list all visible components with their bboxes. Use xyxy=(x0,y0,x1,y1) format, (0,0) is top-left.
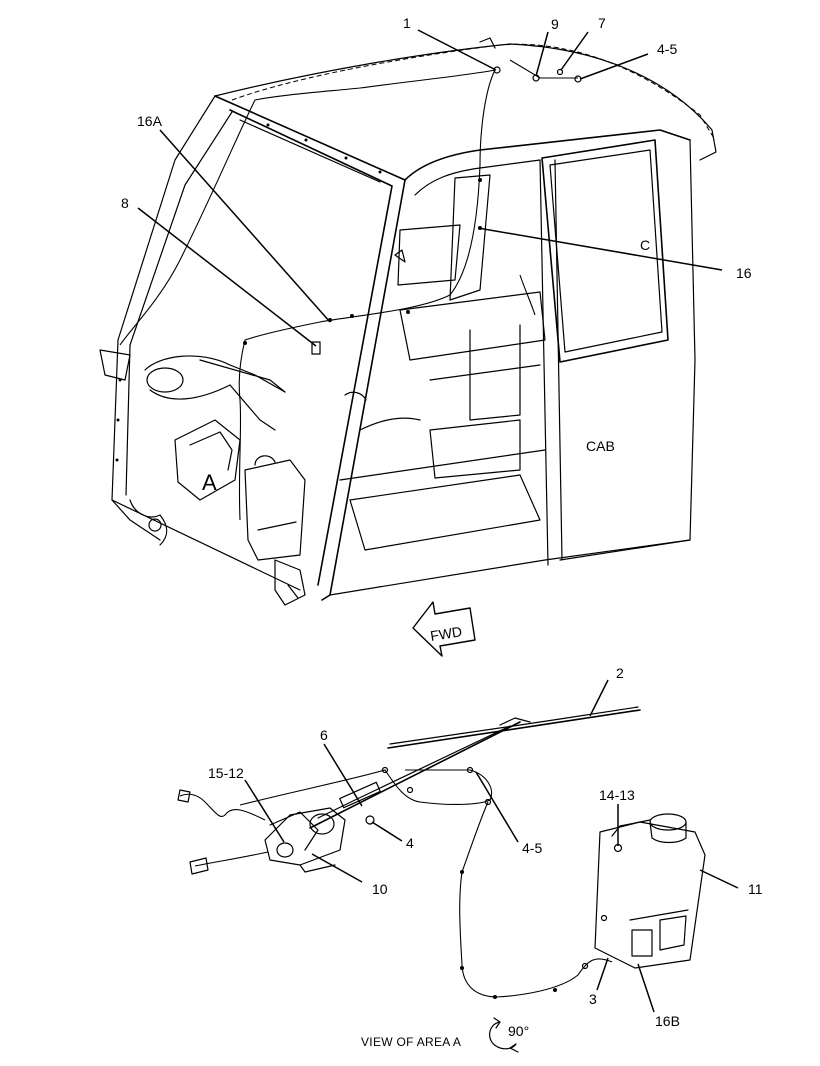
callout-16a: 16A xyxy=(137,113,163,129)
callout-3: 3 xyxy=(589,991,597,1007)
callout-4-5-top: 4-5 xyxy=(657,41,677,57)
callout-16: 16 xyxy=(736,265,752,281)
callout-9: 9 xyxy=(551,16,559,32)
rotation-label: 90° xyxy=(508,1023,529,1039)
callout-4-5-bottom: 4-5 xyxy=(522,840,542,856)
cab-leaders xyxy=(137,29,723,347)
callout-14-13: 14-13 xyxy=(599,787,635,803)
callout-4: 4 xyxy=(406,835,414,851)
fwd-arrow: FWD xyxy=(412,601,476,657)
callout-10: 10 xyxy=(372,881,388,897)
callout-16b: 16B xyxy=(655,1013,680,1029)
rotation-icon xyxy=(489,1017,519,1053)
callout-2: 2 xyxy=(616,665,624,681)
callout-15-12: 15-12 xyxy=(208,765,244,781)
area-a-detail xyxy=(177,706,706,999)
cab-illustration xyxy=(99,37,717,606)
area-a-marker: A xyxy=(202,470,217,495)
callout-7: 7 xyxy=(598,15,606,31)
view-caption: VIEW OF AREA A xyxy=(361,1035,461,1049)
callout-8: 8 xyxy=(121,195,129,211)
callout-6: 6 xyxy=(320,727,328,743)
c-marker: C xyxy=(640,237,650,253)
area-a-leaders xyxy=(244,679,739,1013)
callout-11: 11 xyxy=(748,881,763,897)
callout-1: 1 xyxy=(403,15,411,31)
fwd-label: FWD xyxy=(429,623,463,644)
cab-label: CAB xyxy=(586,438,615,454)
